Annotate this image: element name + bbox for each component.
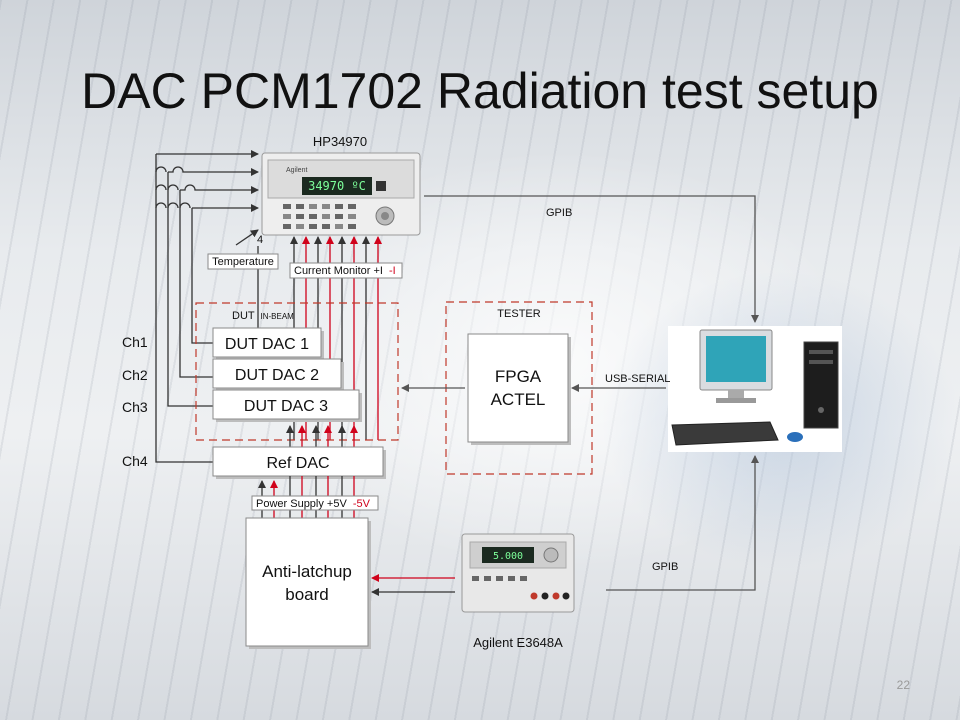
e3648a-display: 5.000 (493, 551, 523, 562)
power-supply-box (251, 495, 379, 511)
svg-text:board: board (285, 585, 328, 604)
agilent-e3648a-label: Agilent E3648A (473, 635, 563, 650)
dut-dac-1-box: DUT DAC 1 (212, 327, 324, 360)
svg-text:DUT DAC 1: DUT DAC 1 (225, 336, 309, 353)
dut-supply-wires (286, 425, 358, 447)
svg-text:DUT DAC 2: DUT DAC 2 (235, 367, 319, 384)
dut-dac-2-box: DUT DAC 2 (212, 358, 344, 391)
temperature-box (207, 253, 279, 270)
power-supply-wires: Power Supply +5V -5V (251, 476, 379, 520)
agilent-brand-text: Agilent (286, 167, 307, 174)
hp34970-instrument: HP34970 34970 ºC Agilent (261, 134, 421, 236)
computer-workstation (668, 326, 842, 452)
dut-in-beam-label: DUT IN-BEAM (232, 310, 294, 322)
slide-title: DAC PCM1702 Radiation test setup (81, 63, 879, 119)
gpib-top-label: GPIB (546, 207, 572, 219)
svg-text:FPGA: FPGA (495, 367, 542, 386)
channel-label-ch1: Ch1 (122, 334, 148, 350)
gpib-bottom-link (606, 455, 759, 591)
anti-latchup-board-box: Anti-latchup board (245, 517, 371, 649)
svg-text:DUT DAC 3: DUT DAC 3 (244, 398, 328, 415)
usb-serial-label: USB-SERIAL (605, 373, 670, 385)
temperature-wire: 4 Temperature (207, 229, 279, 328)
fpga-actel-box: FPGA ACTEL (467, 333, 571, 445)
ref-dac-box: Ref DAC (212, 446, 386, 479)
gpib-bottom-label: GPIB (652, 561, 678, 573)
channel-label-ch2: Ch2 (122, 367, 148, 383)
power-supply-label: Power Supply +5V -5V (256, 498, 371, 510)
current-monitor-label: Current Monitor +I -I (294, 265, 396, 277)
hp34970-front-buttons (283, 204, 395, 229)
page-number: 22 (896, 678, 910, 692)
gpib-top-link (424, 195, 759, 323)
svg-text:ACTEL: ACTEL (491, 390, 546, 409)
wire-count-label: 4 (257, 234, 263, 246)
current-monitor-box (289, 262, 403, 279)
temperature-label: Temperature (212, 256, 274, 268)
channel-wires (155, 150, 259, 463)
tester-label: TESTER (497, 308, 540, 320)
hp34970-label: HP34970 (313, 134, 367, 149)
agilent-e3648a-instrument: 5.000 Agilent E3648A (461, 533, 575, 650)
channel-label-ch4: Ch4 (122, 453, 148, 469)
svg-text:Anti-latchup: Anti-latchup (262, 562, 352, 581)
svg-text:Ref DAC: Ref DAC (266, 455, 329, 472)
dut-dac-3-box: DUT DAC 3 (212, 389, 362, 422)
hp34970-display: 34970 ºC (308, 179, 366, 193)
channel-label-ch3: Ch3 (122, 399, 148, 415)
